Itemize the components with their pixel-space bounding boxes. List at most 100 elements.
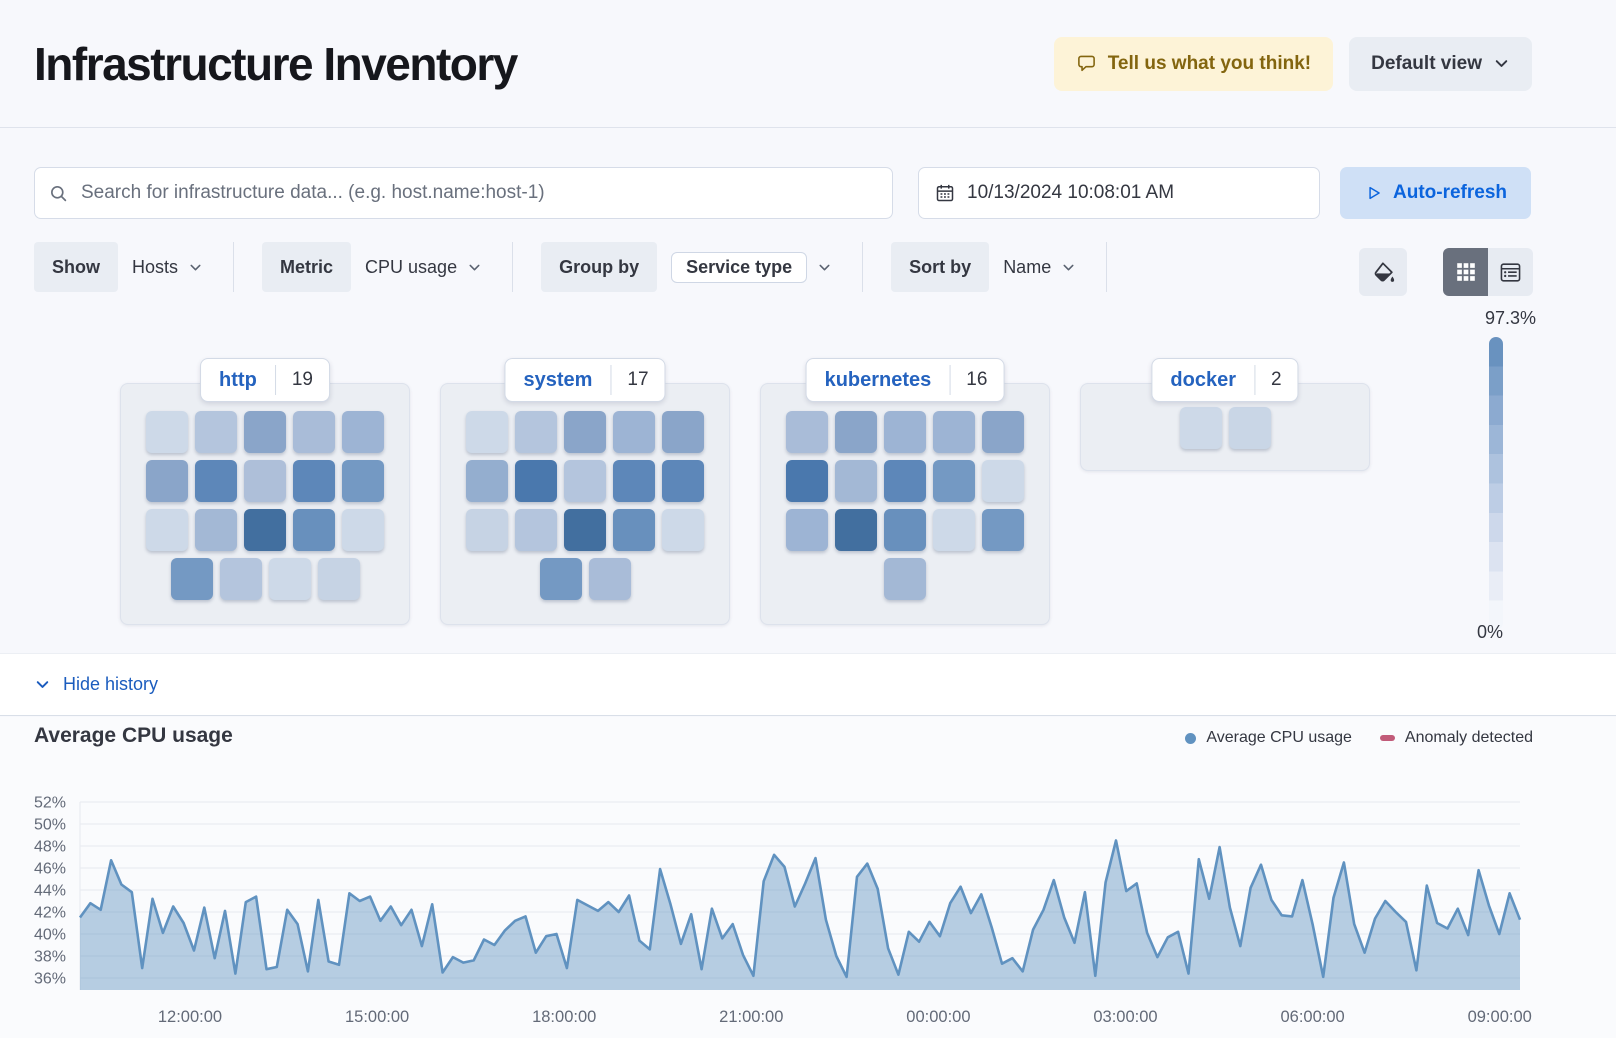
- waffle-node[interactable]: [662, 411, 704, 453]
- group-name[interactable]: http: [219, 368, 257, 391]
- view-selector-button[interactable]: Default view: [1349, 36, 1532, 91]
- waffle-node[interactable]: [466, 411, 508, 453]
- waffle-grid: [1081, 384, 1369, 449]
- show-filter-label: Show: [34, 242, 118, 292]
- waffle-node[interactable]: [786, 460, 828, 502]
- waffle-node[interactable]: [342, 509, 384, 551]
- waffle-node[interactable]: [613, 509, 655, 551]
- hide-history-label: Hide history: [63, 674, 159, 694]
- waffle-node[interactable]: [219, 558, 262, 600]
- group-by-filter-dropdown[interactable]: Service type: [657, 251, 846, 283]
- chevron-down-icon: [817, 260, 832, 275]
- waffle-node[interactable]: [244, 460, 286, 502]
- color-scale-bar[interactable]: [1489, 337, 1503, 630]
- svg-text:12:00:00: 12:00:00: [158, 1008, 222, 1026]
- show-filter-dropdown[interactable]: Hosts: [118, 257, 217, 278]
- waffle-node[interactable]: [982, 509, 1024, 551]
- waffle-node[interactable]: [293, 460, 335, 502]
- waffle-node[interactable]: [662, 460, 704, 502]
- sort-by-filter-dropdown[interactable]: Name: [989, 257, 1090, 278]
- svg-text:42%: 42%: [34, 905, 66, 922]
- svg-text:21:00:00: 21:00:00: [719, 1008, 783, 1026]
- waffle-node[interactable]: [146, 460, 188, 502]
- waffle-node[interactable]: [195, 411, 237, 453]
- waffle-node[interactable]: [982, 460, 1024, 502]
- waffle-node[interactable]: [613, 411, 655, 453]
- svg-text:03:00:00: 03:00:00: [1093, 1008, 1157, 1026]
- waffle-node[interactable]: [564, 509, 606, 551]
- waffle-grid: [761, 384, 1049, 600]
- waffle-node[interactable]: [170, 558, 213, 600]
- waffle-node[interactable]: [195, 509, 237, 551]
- waffle-node[interactable]: [786, 509, 828, 551]
- waffle-node[interactable]: [268, 558, 311, 600]
- waffle-node[interactable]: [1179, 407, 1222, 449]
- waffle-node[interactable]: [146, 509, 188, 551]
- waffle-node[interactable]: [884, 558, 926, 600]
- paint-bucket-icon: [1372, 261, 1395, 284]
- waffle-node[interactable]: [662, 509, 704, 551]
- waffle-node[interactable]: [342, 411, 384, 453]
- search-input[interactable]: [79, 181, 878, 205]
- group-count: 17: [627, 369, 649, 390]
- legend-item-anomaly[interactable]: Anomaly detected: [1379, 729, 1533, 747]
- svg-text:38%: 38%: [34, 949, 66, 966]
- metric-filter-dropdown[interactable]: CPU usage: [351, 257, 496, 278]
- waffle-node[interactable]: [884, 460, 926, 502]
- waffle-node[interactable]: [466, 509, 508, 551]
- waffle-node[interactable]: [564, 411, 606, 453]
- hide-history-link[interactable]: Hide history: [34, 674, 158, 695]
- waffle-node[interactable]: [933, 411, 975, 453]
- service-group-card-http: http 19: [120, 358, 410, 625]
- date-time-picker[interactable]: 10/13/2024 10:08:01 AM: [918, 167, 1320, 219]
- grid-view-button[interactable]: [1443, 248, 1488, 296]
- waffle-row: [1081, 407, 1369, 449]
- color-palette-button[interactable]: [1359, 248, 1407, 296]
- waffle-node[interactable]: [317, 558, 360, 600]
- waffle-node[interactable]: [515, 460, 557, 502]
- waffle-node[interactable]: [564, 460, 606, 502]
- waffle-node[interactable]: [933, 460, 975, 502]
- group-badge-http[interactable]: http 19: [200, 358, 330, 402]
- waffle-node[interactable]: [244, 509, 286, 551]
- waffle-node[interactable]: [786, 411, 828, 453]
- waffle-node[interactable]: [146, 411, 188, 453]
- waffle-node[interactable]: [835, 509, 877, 551]
- waffle-node[interactable]: [466, 460, 508, 502]
- waffle-node[interactable]: [884, 411, 926, 453]
- table-view-button[interactable]: [1488, 248, 1533, 296]
- group-name[interactable]: docker: [1170, 368, 1237, 391]
- waffle-node[interactable]: [293, 509, 335, 551]
- waffle-node[interactable]: [982, 411, 1024, 453]
- waffle-node[interactable]: [515, 509, 557, 551]
- legend-dash-icon: [1379, 735, 1395, 741]
- waffle-node[interactable]: [244, 411, 286, 453]
- waffle-node[interactable]: [835, 460, 877, 502]
- waffle-node[interactable]: [588, 558, 631, 600]
- group-name[interactable]: system: [523, 368, 593, 391]
- waffle-node[interactable]: [539, 558, 582, 600]
- feedback-button[interactable]: Tell us what you think!: [1053, 36, 1334, 91]
- waffle-node[interactable]: [293, 411, 335, 453]
- waffle-node[interactable]: [342, 460, 384, 502]
- waffle-row: [121, 411, 409, 453]
- group-count: 19: [291, 369, 313, 390]
- waffle-node[interactable]: [1228, 407, 1271, 449]
- group-name[interactable]: kubernetes: [824, 368, 932, 391]
- chevron-down-icon: [1061, 260, 1076, 275]
- legend-item-avg-cpu[interactable]: Average CPU usage: [1185, 729, 1352, 747]
- waffle-node[interactable]: [195, 460, 237, 502]
- waffle-node[interactable]: [515, 411, 557, 453]
- waffle-node[interactable]: [835, 411, 877, 453]
- waffle-node[interactable]: [613, 460, 655, 502]
- auto-refresh-button[interactable]: Auto-refresh: [1340, 167, 1532, 219]
- waffle-node[interactable]: [933, 509, 975, 551]
- waffle-node[interactable]: [884, 509, 926, 551]
- calendar-icon: [935, 183, 955, 203]
- group-badge-system[interactable]: system 17: [504, 358, 666, 402]
